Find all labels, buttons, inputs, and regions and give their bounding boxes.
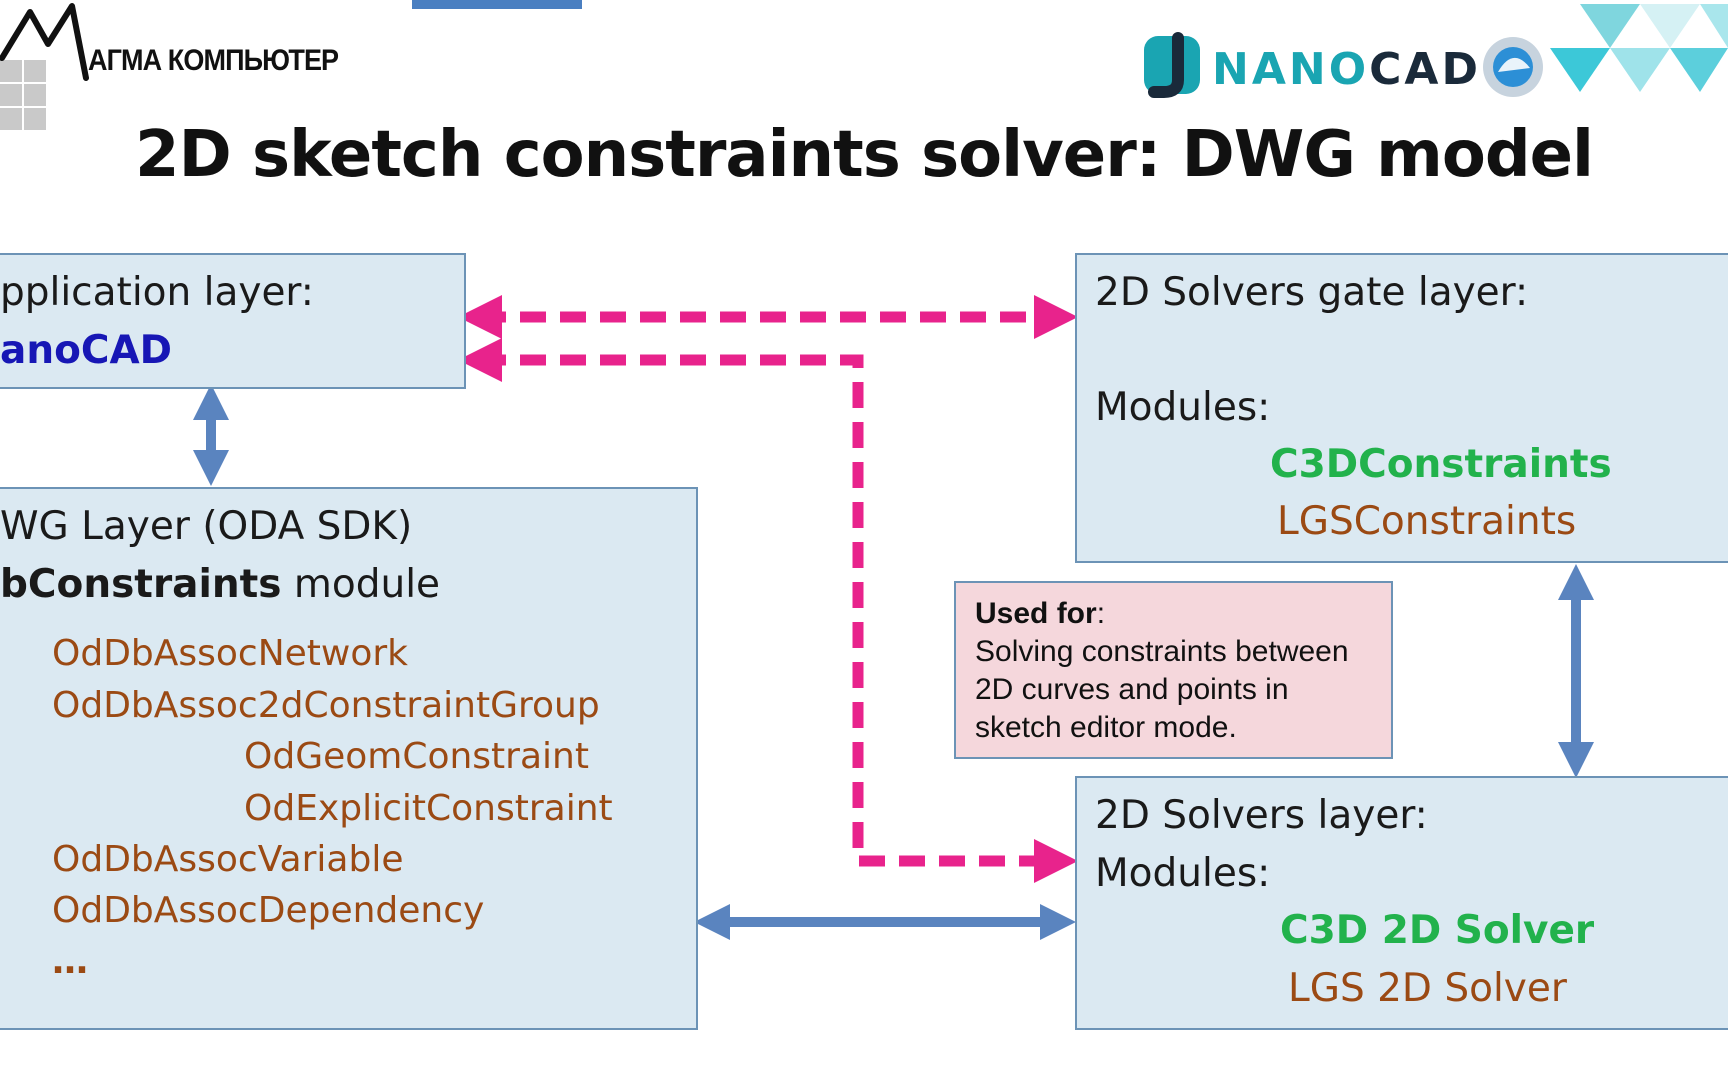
solvers-gate-module-c3d: C3DConstraints [1270, 442, 1612, 487]
dwg-item: OdDbAssoc2dConstraintGroup [52, 685, 600, 726]
dwg-module-line: bConstraints module [0, 562, 441, 607]
page-title: 2D sketch constraints solver: DWG model [135, 118, 1594, 192]
application-name: anoCAD [0, 328, 173, 373]
solvers-gate-layer-box [1075, 253, 1728, 563]
magma-logo-mark-icon [0, 3, 89, 130]
application-layer-heading: pplication layer: [0, 270, 314, 315]
magma-logo [0, 0, 330, 140]
decorative-triangles-icon [1550, 4, 1728, 92]
note-line: 2D curves and points in [975, 673, 1289, 706]
solvers-layer-heading: 2D Solvers layer: [1095, 793, 1428, 838]
dwg-item: OdDbAssocVariable [52, 839, 404, 880]
solvers-layer-modules-label: Modules: [1095, 851, 1271, 896]
top-accent-bar [412, 0, 582, 9]
nanocad-logo-icon [1144, 32, 1200, 98]
nanocad-logo-text: NANOCAD [1212, 44, 1481, 95]
dwg-item-ellipsis: … [52, 941, 88, 982]
nanocad-swirl-icon [1483, 37, 1543, 97]
solvers-module-c3d: C3D 2D Solver [1280, 908, 1595, 953]
solvers-gate-heading: 2D Solvers gate layer: [1095, 270, 1529, 315]
application-layer-box [0, 253, 466, 389]
used-for-label: Used for: [975, 597, 1106, 630]
magma-logo-text: АГМА КОМПЬЮТЕР [88, 44, 339, 77]
dwg-item: OdDbAssocNetwork [52, 633, 409, 674]
dwg-layer-box [0, 487, 698, 1030]
dwg-item: OdExplicitConstraint [244, 788, 613, 829]
solvers-module-lgs: LGS 2D Solver [1288, 966, 1567, 1011]
dwg-item: OdGeomConstraint [244, 736, 589, 777]
solvers-gate-module-lgs: LGSConstraints [1277, 499, 1577, 544]
dwg-layer-heading: WG Layer (ODA SDK) [0, 504, 413, 549]
used-for-note: Used for: Solving constraints between 2D… [954, 581, 1393, 759]
solvers-gate-modules-label: Modules: [1095, 385, 1271, 430]
dwg-item: OdDbAssocDependency [52, 890, 485, 931]
solvers-layer-box [1075, 776, 1728, 1030]
dashed-arrow-app-solvers [458, 338, 1078, 883]
note-line: Solving constraints between [975, 635, 1349, 668]
note-line: sketch editor mode. [975, 711, 1237, 744]
